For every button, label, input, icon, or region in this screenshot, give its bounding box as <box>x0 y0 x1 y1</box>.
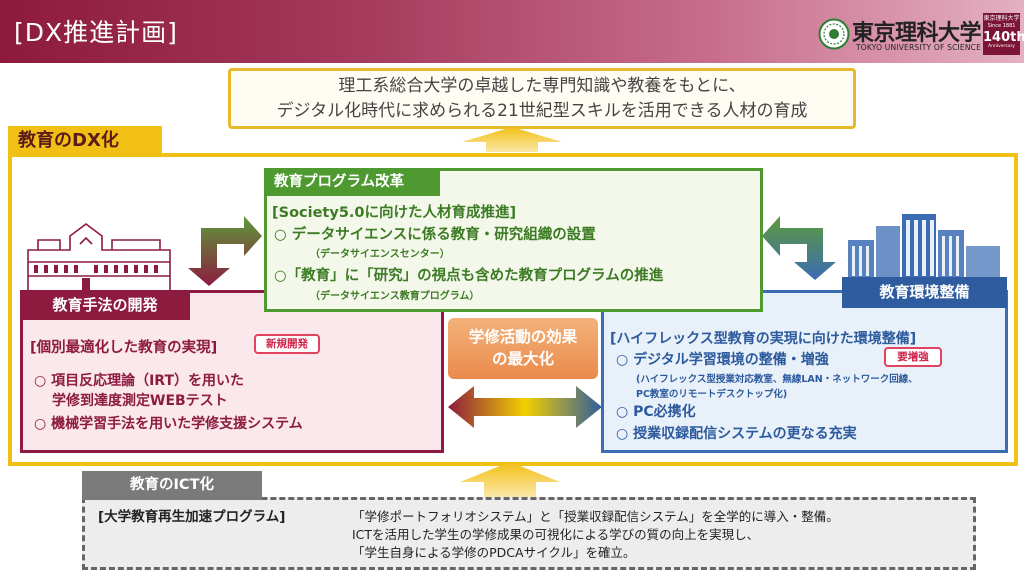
program-item-1-sub: （データサイエンスセンター） <box>310 249 450 260</box>
environment-item-1: ○ デジタル学習環境の整備・増強 <box>616 352 829 368</box>
program-reform-box <box>264 168 763 312</box>
method-item-1-line-1: ○ 項目反応理論（IRT）を用いた <box>34 373 244 389</box>
method-item-1-line-2: 学修到達度測定WEBテスト <box>52 393 228 409</box>
university-emblem-icon <box>818 18 850 50</box>
goal-box: 理工系総合大学の卓越した専門知識や教養をもとに、 デジタル化時代に求められる21… <box>228 68 856 129</box>
education-ict-box <box>82 497 976 570</box>
university-logo-english: TOKYO UNIVERSITY OF SCIENCE <box>856 43 982 52</box>
anniversary-badge: 東京理科大学 Since 1881 140th Anniversary <box>983 13 1024 55</box>
badge-line-2: Since 1881 <box>987 23 1016 29</box>
ict-line-3: 「学生自身による学修のPDCAサイクル」を確立。 <box>352 545 636 560</box>
education-dx-label: 教育のDX化 <box>8 126 162 156</box>
badge-number: 140th <box>983 30 1024 45</box>
ict-line-2: ICTを活用した学生の学修成果の可視化による学びの質の向上を実現し、 <box>352 527 760 542</box>
historic-building-icon <box>27 223 171 290</box>
teaching-method-label: 教育手法の開発 <box>20 290 190 320</box>
program-heading: [Society5.0に向けた人材育成推進] <box>272 205 517 221</box>
ict-program-name: [大学教育再生加速プログラム] <box>98 509 286 525</box>
modern-buildings-windows-icon <box>852 220 959 276</box>
program-reform-label: 教育プログラム改革 <box>264 168 440 196</box>
university-logo-name: 東京理科大学 <box>852 20 982 46</box>
method-heading: [個別最適化した教育の実現] <box>30 340 218 356</box>
environment-item-1-sub-2: PC教室のリモートデスクトップ化) <box>636 389 788 400</box>
goal-line-2: デジタル化時代に求められる21世紀型スキルを活用できる人材の育成 <box>276 101 808 121</box>
learning-effect-line-2: の最大化 <box>491 350 554 368</box>
learning-effect-box: 学修活動の効果 の最大化 <box>448 318 598 379</box>
environment-heading: [ハイフレックス型教育の実現に向けた環境整備] <box>610 331 917 347</box>
arrow-ict-to-dx <box>460 462 560 497</box>
historic-building-windows-icon <box>34 265 158 290</box>
new-development-tag: 新規開発 <box>254 334 320 354</box>
goal-line-1: 理工系総合大学の卓越した専門知識や教養をもとに、 <box>338 76 746 96</box>
environment-item-2: ○ PC必携化 <box>616 404 696 420</box>
program-item-2: ○「教育」に「研究」の視点も含めた教育プログラムの推進 <box>274 268 664 284</box>
learning-effect-line-1: 学修活動の効果 <box>468 328 578 346</box>
education-ict-label: 教育のICT化 <box>82 471 262 500</box>
arrow-method-environment <box>448 386 602 428</box>
badge-line-4: Anniversary <box>988 44 1015 49</box>
page-title: [DX推進計画] <box>14 18 178 47</box>
method-item-2: ○ 機械学習手法を用いた学修支援システム <box>34 416 303 432</box>
arrow-program-to-environment <box>762 216 836 280</box>
learning-environment-box <box>601 290 1008 453</box>
learning-environment-label: 教育環境整備 <box>842 277 1007 308</box>
arrow-program-to-method <box>188 216 262 286</box>
badge-line-1: 東京理科大学 <box>983 15 1020 22</box>
ict-line-1: 「学修ポートフォリオシステム」と「授業収録配信システム」を全学的に導入・整備。 <box>352 509 839 524</box>
program-item-2-sub: （データサイエンス教育プログラム） <box>310 291 480 302</box>
arrow-dx-to-goal <box>462 127 562 152</box>
environment-item-3: ○ 授業収録配信システムの更なる充実 <box>616 426 857 442</box>
environment-item-1-sub-1: (ハイフレックス型授業対応教室、無線LAN・ネットワーク回線、 <box>636 374 918 385</box>
program-item-1: ○ データサイエンスに係る教育・研究組織の設置 <box>274 227 596 243</box>
needs-reinforcement-tag: 要増強 <box>884 347 942 367</box>
header-banner <box>0 0 1024 63</box>
